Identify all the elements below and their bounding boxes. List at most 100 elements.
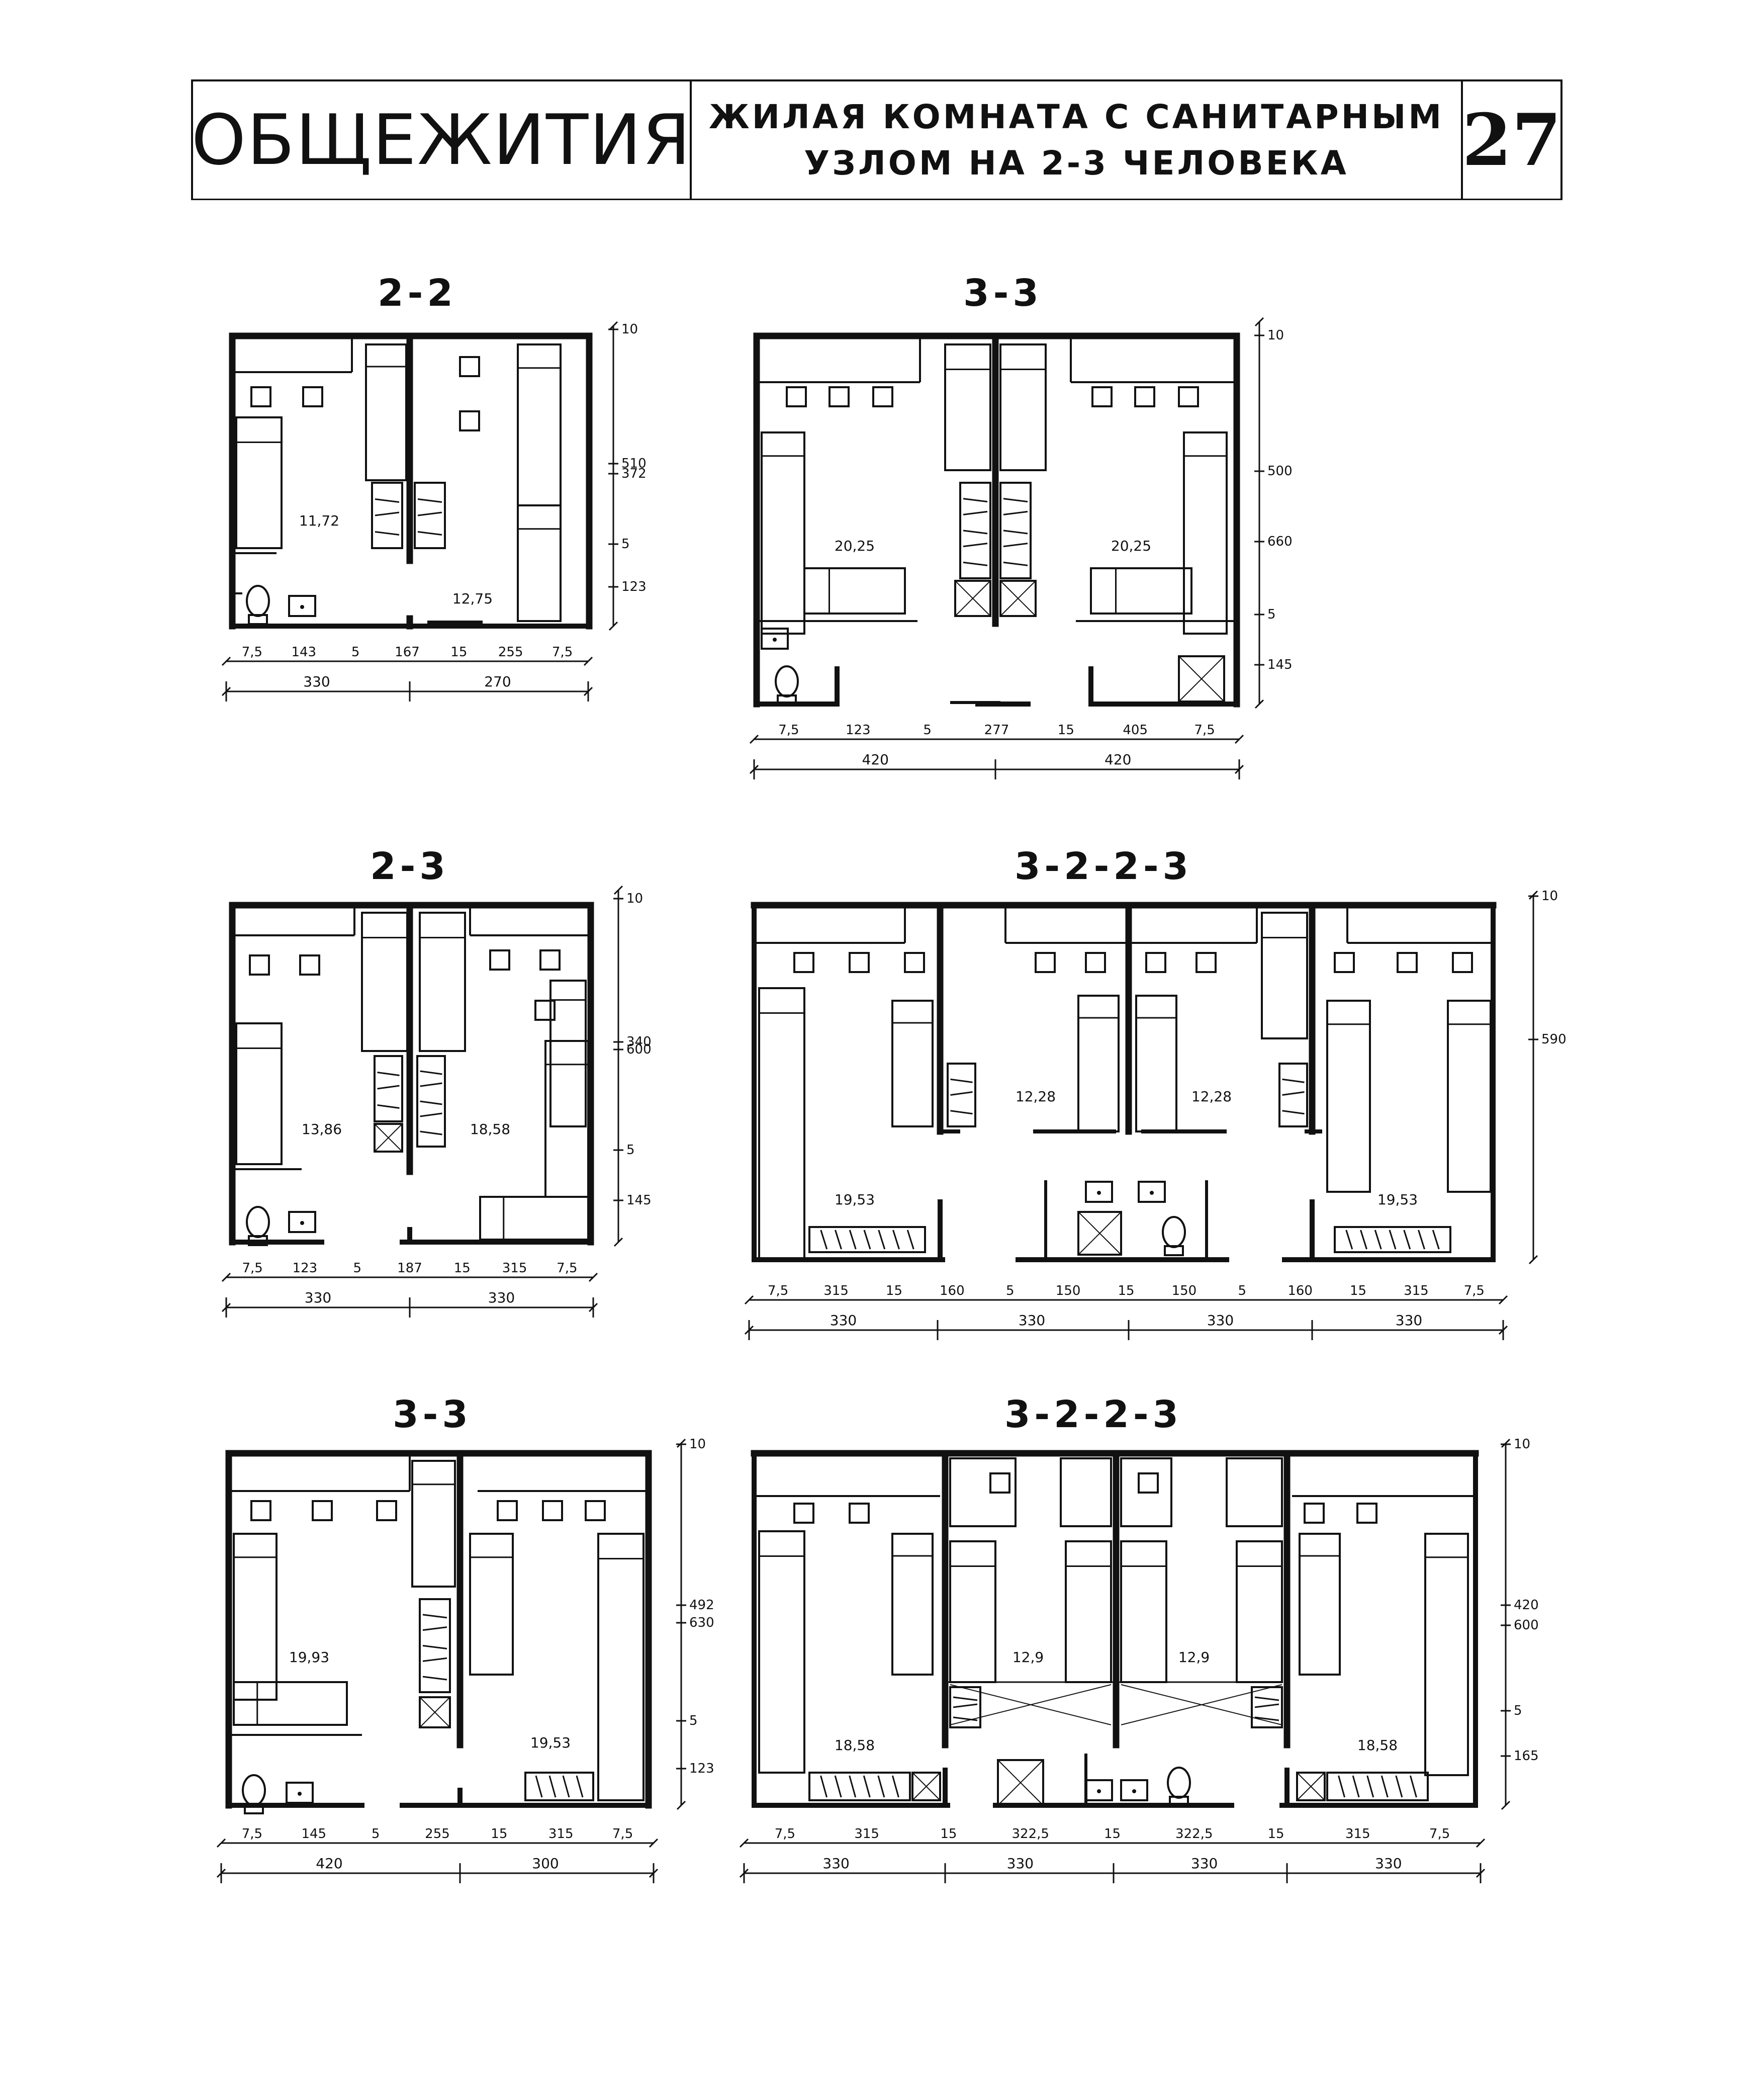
dimension-label: 630 [689, 1615, 714, 1630]
drain [300, 1221, 304, 1225]
partition-line [1389, 1230, 1397, 1250]
drain [1150, 1191, 1154, 1195]
partition-line [548, 1775, 557, 1798]
dimension-label: 10 [626, 891, 643, 906]
dimension-label: 165 [1514, 1748, 1539, 1764]
dimension-label: 15 [450, 645, 467, 660]
stool [542, 1500, 563, 1521]
partition-line [608, 321, 618, 331]
drain [300, 605, 304, 609]
dimension-label: 405 [1123, 723, 1148, 738]
stool [459, 410, 480, 431]
dimension-label: 330 [1191, 1855, 1218, 1872]
partition-line [863, 1775, 871, 1798]
partition-line [613, 885, 623, 895]
dimension-label: 160 [940, 1283, 965, 1298]
dimension-label: 330 [303, 673, 330, 690]
partition-line [420, 1070, 442, 1075]
plan-title-d: 3-2-2-3 [1014, 845, 1193, 888]
partition-line [1078, 1211, 1122, 1255]
dimension-label: 7,5 [768, 1283, 788, 1298]
dimension-label: 420 [1105, 751, 1131, 768]
partition-line [953, 1696, 978, 1701]
dimension-label: 5 [1267, 607, 1276, 622]
partition-line [950, 1110, 973, 1115]
page-number-cell: 27 [1462, 81, 1561, 199]
washbasin [1138, 1181, 1166, 1203]
dimension-label: 330 [830, 1312, 857, 1329]
dimension-label: 255 [498, 645, 523, 660]
partition-line [1381, 1775, 1389, 1798]
washbasin [288, 595, 316, 617]
partition-line [535, 1775, 543, 1798]
partition-line [1395, 1775, 1403, 1798]
stool [299, 954, 320, 976]
dimension-label: 330 [305, 1289, 331, 1306]
dimension-label: 143 [291, 645, 316, 660]
room-area-label: 19,53 [530, 1734, 571, 1751]
dimension-label: 372 [621, 466, 647, 481]
partition-line [1254, 1696, 1279, 1701]
dimension-label: 330 [1375, 1855, 1402, 1872]
stool [539, 949, 561, 971]
partition-line [613, 1237, 623, 1247]
partition-line [422, 1676, 447, 1681]
partition-line [891, 1775, 899, 1798]
stool [534, 1000, 556, 1021]
desk [949, 1457, 1017, 1527]
dimension-label: 660 [1267, 534, 1293, 549]
bed [233, 1533, 278, 1701]
stool [250, 1500, 271, 1521]
bed [233, 1681, 348, 1726]
shoe-rack [1334, 1226, 1451, 1253]
partition-line [950, 1091, 973, 1096]
partition-line [1498, 1295, 1508, 1305]
dimension-label: 330 [1396, 1312, 1422, 1329]
dimension-label: 7,5 [242, 645, 262, 660]
dimension-label: 600 [626, 1042, 652, 1057]
partition-line [1282, 1091, 1305, 1096]
drain [773, 638, 777, 642]
dimension-label: 5 [351, 645, 360, 660]
dimension-label: 7,5 [242, 1826, 262, 1842]
partition-line [849, 1775, 857, 1798]
partition-line [377, 1085, 400, 1090]
partition-line [676, 1438, 686, 1448]
dimension-label: 150 [1172, 1283, 1197, 1298]
dimension-label: 5 [923, 723, 932, 738]
desk [1120, 1457, 1172, 1527]
page-number: 27 [1462, 98, 1561, 182]
dimension-label: 270 [484, 673, 511, 690]
dimension-label: 500 [1267, 464, 1293, 479]
room-area-label: 11,72 [299, 512, 339, 529]
partition-line [420, 1112, 442, 1117]
plan-title-c: 2-3 [370, 845, 449, 888]
partition-line [1003, 510, 1028, 515]
wardrobe [999, 482, 1032, 579]
bed [1236, 1540, 1283, 1683]
shower-tray [911, 1772, 941, 1801]
partition-line [417, 511, 442, 516]
partition-line [588, 1272, 598, 1282]
partition-line [1003, 530, 1028, 535]
bed [999, 343, 1047, 471]
dimension-label: 10 [1267, 328, 1284, 343]
shower-tray [1077, 1211, 1122, 1256]
dimension-label: 15 [454, 1261, 471, 1276]
partition-line [1528, 890, 1538, 900]
shower-tray [999, 580, 1037, 617]
partition-line [375, 498, 400, 503]
wardrobe [414, 482, 446, 549]
stool [489, 949, 510, 971]
bed [758, 987, 805, 1261]
bed [949, 1540, 996, 1683]
partition-line [649, 1838, 659, 1848]
toilet [246, 1206, 270, 1238]
partition-line [878, 1230, 886, 1250]
partition-line [1374, 1230, 1382, 1250]
dimension-label: 330 [1019, 1312, 1045, 1329]
dimension-label: 315 [548, 1826, 574, 1842]
wardrobe [959, 482, 991, 579]
